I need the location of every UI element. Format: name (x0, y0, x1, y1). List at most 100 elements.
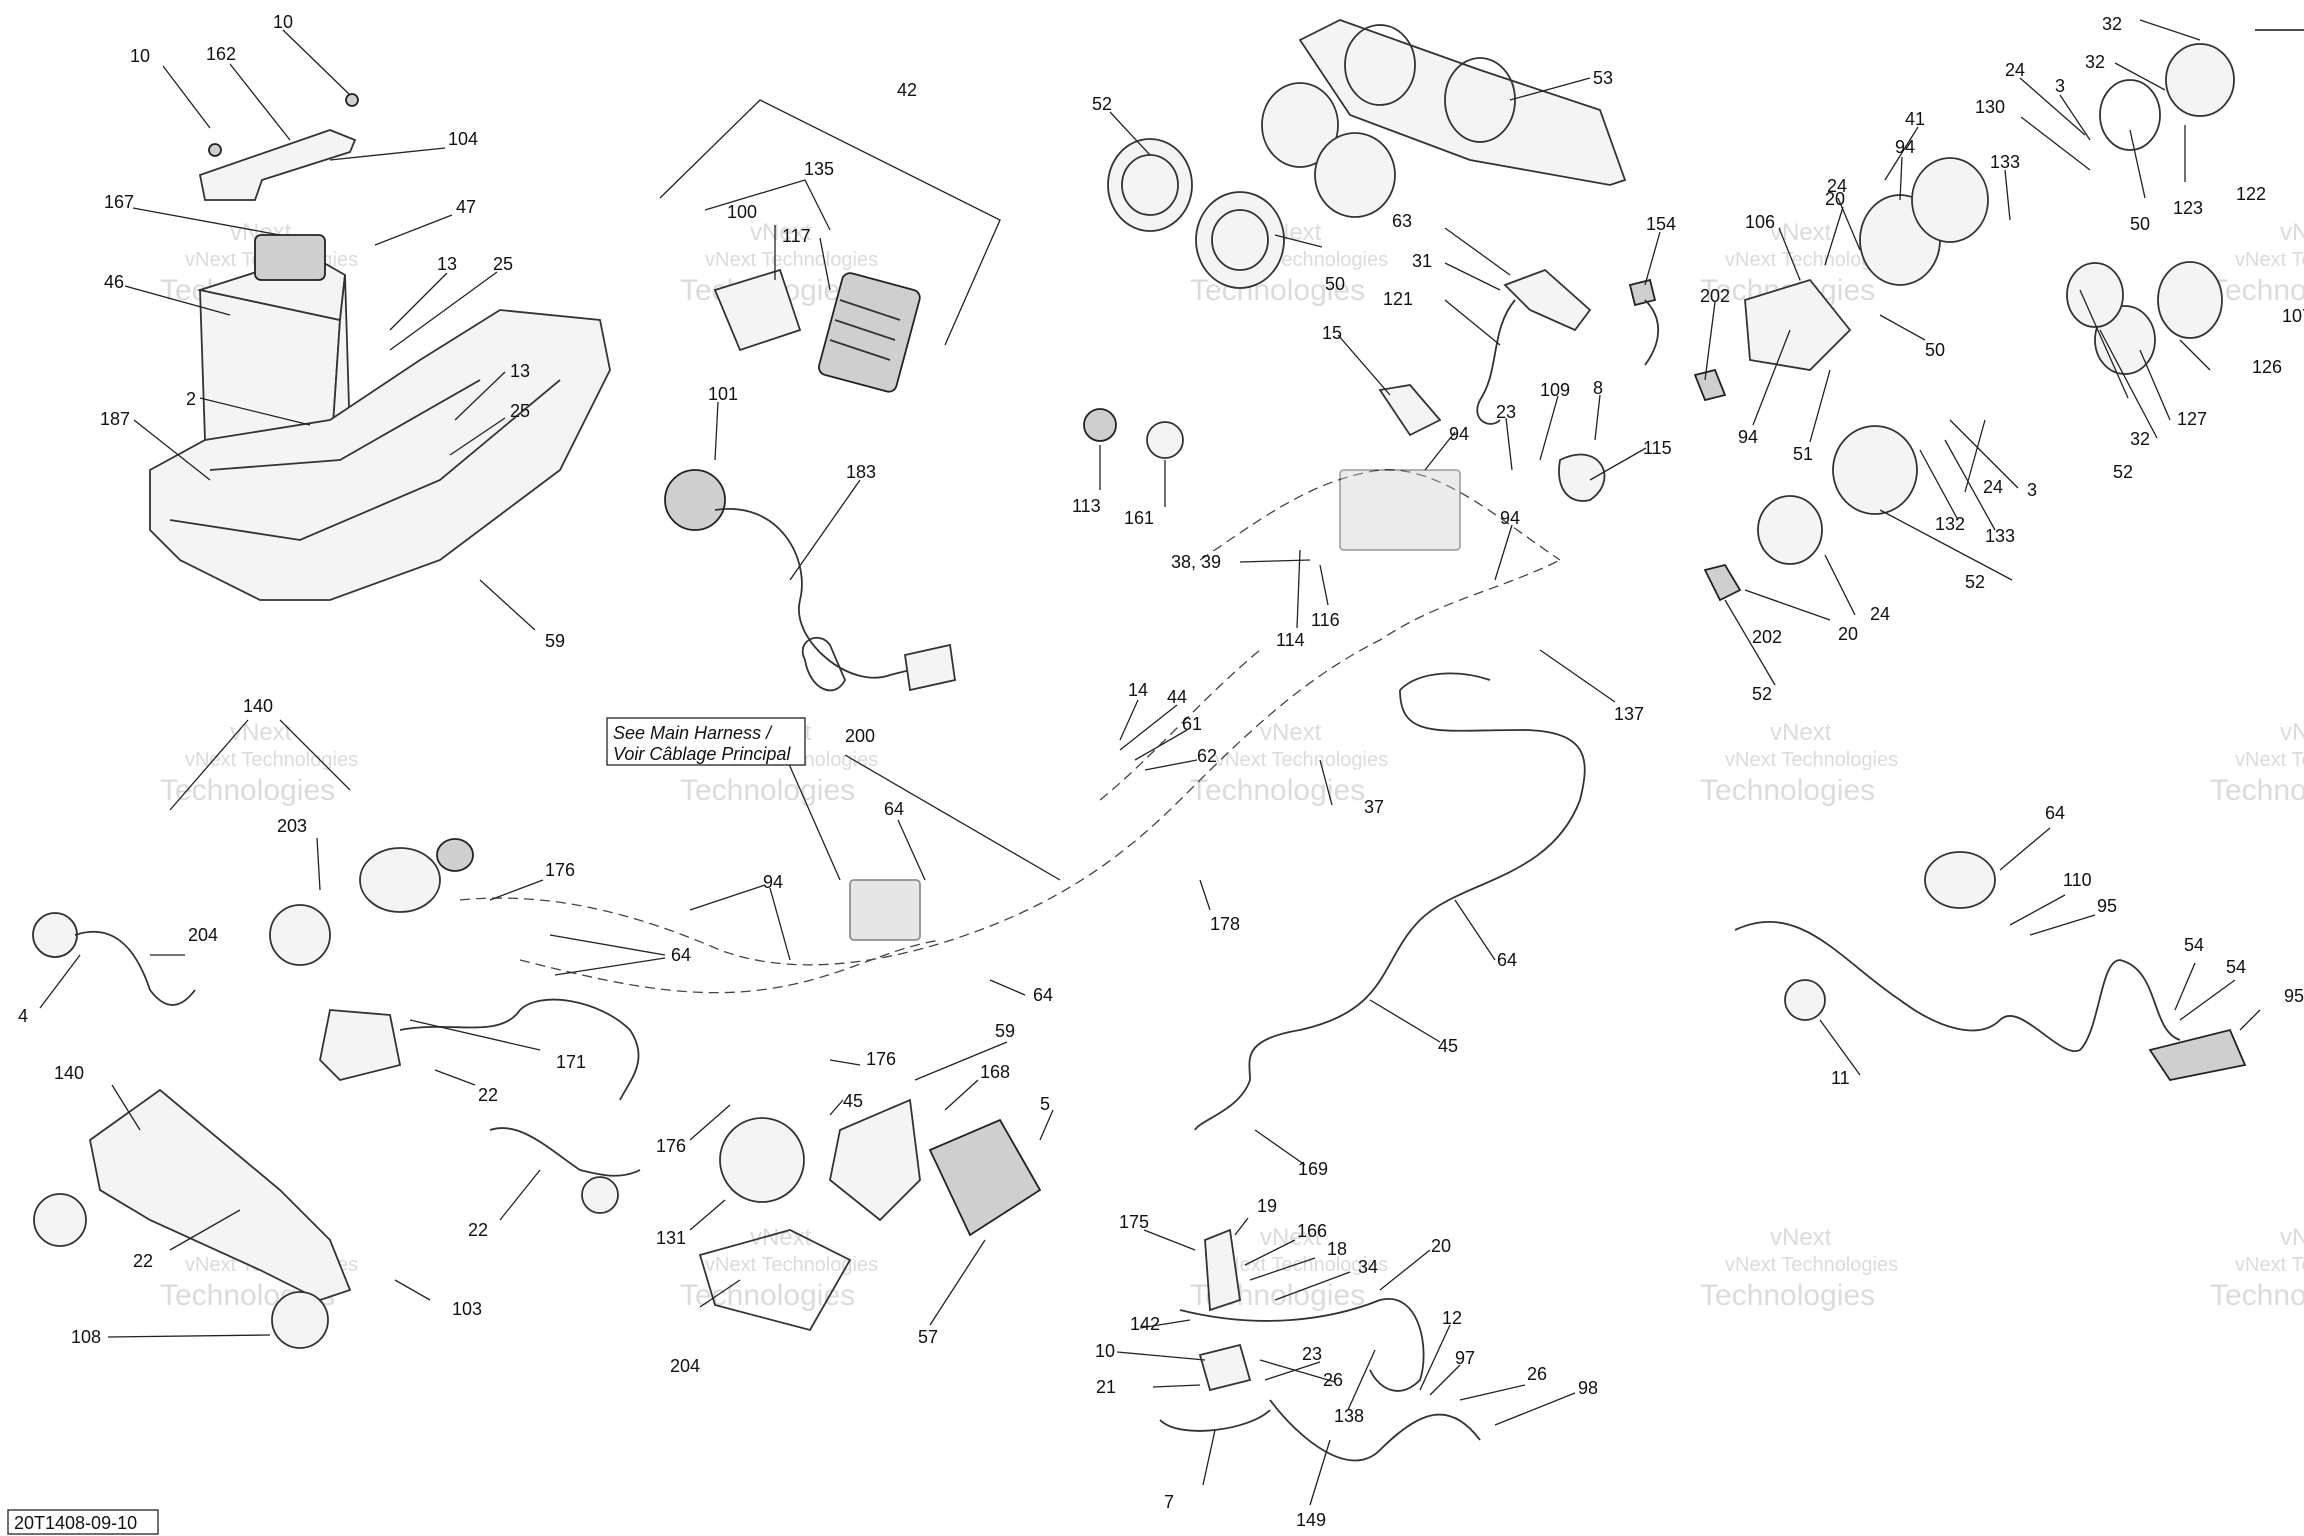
callout-label: 142 (1130, 1314, 1160, 1334)
callout-label: 32 (2130, 429, 2150, 449)
callout-label: 41 (1905, 109, 1925, 129)
light-171-drawing (319, 1009, 402, 1081)
callout-label: 122 (2236, 184, 2266, 204)
callout-label: 140 (243, 696, 273, 716)
callout-label: 44 (1167, 687, 1187, 707)
callout-label: 51 (1793, 444, 1813, 464)
plate-bracket-drawing (89, 1088, 352, 1301)
fuse-box-drawing (818, 272, 921, 393)
callout-label: 25 (493, 254, 513, 274)
tail-light-drawing (32, 838, 474, 1006)
svg-text:vNext Technologies: vNext Technologies (705, 249, 878, 271)
callout-label: 121 (1383, 289, 1413, 309)
svg-text:Technologies: Technologies (680, 774, 855, 807)
callout-label: 62 (1197, 746, 1217, 766)
svg-text:vNext: vNext (1770, 719, 1832, 746)
callout-label: 104 (448, 129, 478, 149)
svg-text:vNext Technologies: vNext Technologies (185, 749, 358, 771)
callout-label: 25 (510, 401, 530, 421)
callout-label: 133 (1985, 526, 2015, 546)
callout-label: 22 (133, 1251, 153, 1271)
callout-label: 117 (782, 226, 811, 246)
callout-label: 38, 39 (1171, 552, 1221, 572)
callout-label: 100 (727, 202, 757, 222)
note-line-1: See Main Harness / (613, 723, 773, 743)
callout-label: 94 (1500, 508, 1520, 528)
bracket-166-drawing (1204, 1228, 1241, 1312)
callout-label: 32 (2085, 52, 2105, 72)
bracket-168-drawing (829, 1098, 921, 1222)
callout-label: 101 (708, 384, 738, 404)
callout-label: 47 (456, 197, 476, 217)
svg-text:vNext: vNext (750, 1224, 812, 1251)
callout-label: 10 (130, 46, 150, 66)
connector-154-drawing (1628, 278, 1657, 307)
callout-label: 132 (1935, 514, 1965, 534)
callout-label: 59 (545, 631, 565, 651)
callout-label: 24 (2005, 60, 2025, 80)
svg-text:vNext Technologies: vNext Technologies (1725, 1254, 1898, 1276)
callout-label: 37 (1364, 797, 1384, 817)
callout-label: 45 (843, 1091, 863, 1111)
svg-text:vNext Technologies: vNext Technologies (1725, 749, 1898, 771)
svg-text:vNext: vNext (1260, 1224, 1322, 1251)
callout-label: 22 (478, 1085, 498, 1105)
callout-label: 127 (2177, 409, 2207, 429)
svg-text:vNext: vNext (230, 719, 292, 746)
callout-label: 162 (206, 44, 236, 64)
callout-label: 50 (2130, 214, 2150, 234)
callout-label: 107 (2282, 306, 2304, 326)
callout-label: 94 (1895, 137, 1915, 157)
callout-label: 50 (1925, 340, 1945, 360)
callout-label: 183 (846, 462, 876, 482)
watermark: vNext vNext Technologies Technologies (2210, 1224, 2304, 1312)
callout-label: 10 (1095, 1341, 1115, 1361)
relay-bracket-drawing (713, 268, 802, 352)
callout-label: 176 (656, 1136, 686, 1156)
callout-label: 24 (1870, 604, 1890, 624)
callout-label: 53 (1593, 68, 1613, 88)
callout-label: 110 (2063, 870, 2092, 890)
svg-text:vNext: vNext (1770, 219, 1832, 246)
callout-label: 94 (1738, 427, 1758, 447)
document-id: 20T1408-09-10 (14, 1513, 137, 1533)
callout-label: 15 (1322, 323, 1342, 343)
harness-183-drawing (714, 507, 911, 679)
callout-label: 32 (2102, 14, 2122, 34)
callout-label: 140 (54, 1063, 84, 1083)
watermark: vNext vNext Technologies Technologies (160, 719, 358, 807)
callout-label: 2 (186, 389, 196, 409)
callout-label: 103 (452, 1299, 482, 1319)
callout-label: 19 (1257, 1196, 1277, 1216)
callout-label: 26 (1323, 1370, 1343, 1390)
horn-115-drawing (1558, 453, 1606, 502)
regulator-131-drawing (928, 1118, 1042, 1237)
callout-label: 14 (1128, 680, 1148, 700)
callout-label: 176 (866, 1049, 896, 1069)
callout-label: 18 (1327, 1239, 1347, 1259)
callout-label: 126 (2252, 357, 2282, 377)
callout-label: 63 (1392, 211, 1412, 231)
callout-label: 57 (918, 1327, 938, 1347)
harness-175-drawing (1734, 921, 2181, 1053)
switch-113-drawing (1083, 408, 1117, 442)
callout-label: 166 (1297, 1221, 1327, 1241)
callout-label: 59 (995, 1021, 1015, 1041)
svg-text:vNext: vNext (1260, 719, 1322, 746)
callout-label: 4 (18, 1006, 28, 1026)
svg-text:vNext Technologies: vNext Technologies (705, 1254, 878, 1276)
svg-text:vNext: vNext (2280, 1224, 2304, 1251)
callout-label: 204 (188, 925, 218, 945)
callout-label: 64 (2045, 803, 2065, 823)
callout-label: 116 (1311, 610, 1340, 630)
sensor-204-drawing (489, 1127, 641, 1177)
callout-label: 5 (1040, 1094, 1050, 1114)
watermark: vNext vNext Technologies Technologies (1700, 719, 1898, 807)
callout-label: 64 (1033, 985, 1053, 1005)
callout-label: 200 (845, 726, 875, 746)
callout-label: 52 (1092, 94, 1112, 114)
svg-text:vNext Technologies: vNext Technologies (1725, 249, 1898, 271)
note-line-2: Voir Câblage Principal (613, 744, 791, 764)
callout-label: 98 (1578, 1378, 1598, 1398)
